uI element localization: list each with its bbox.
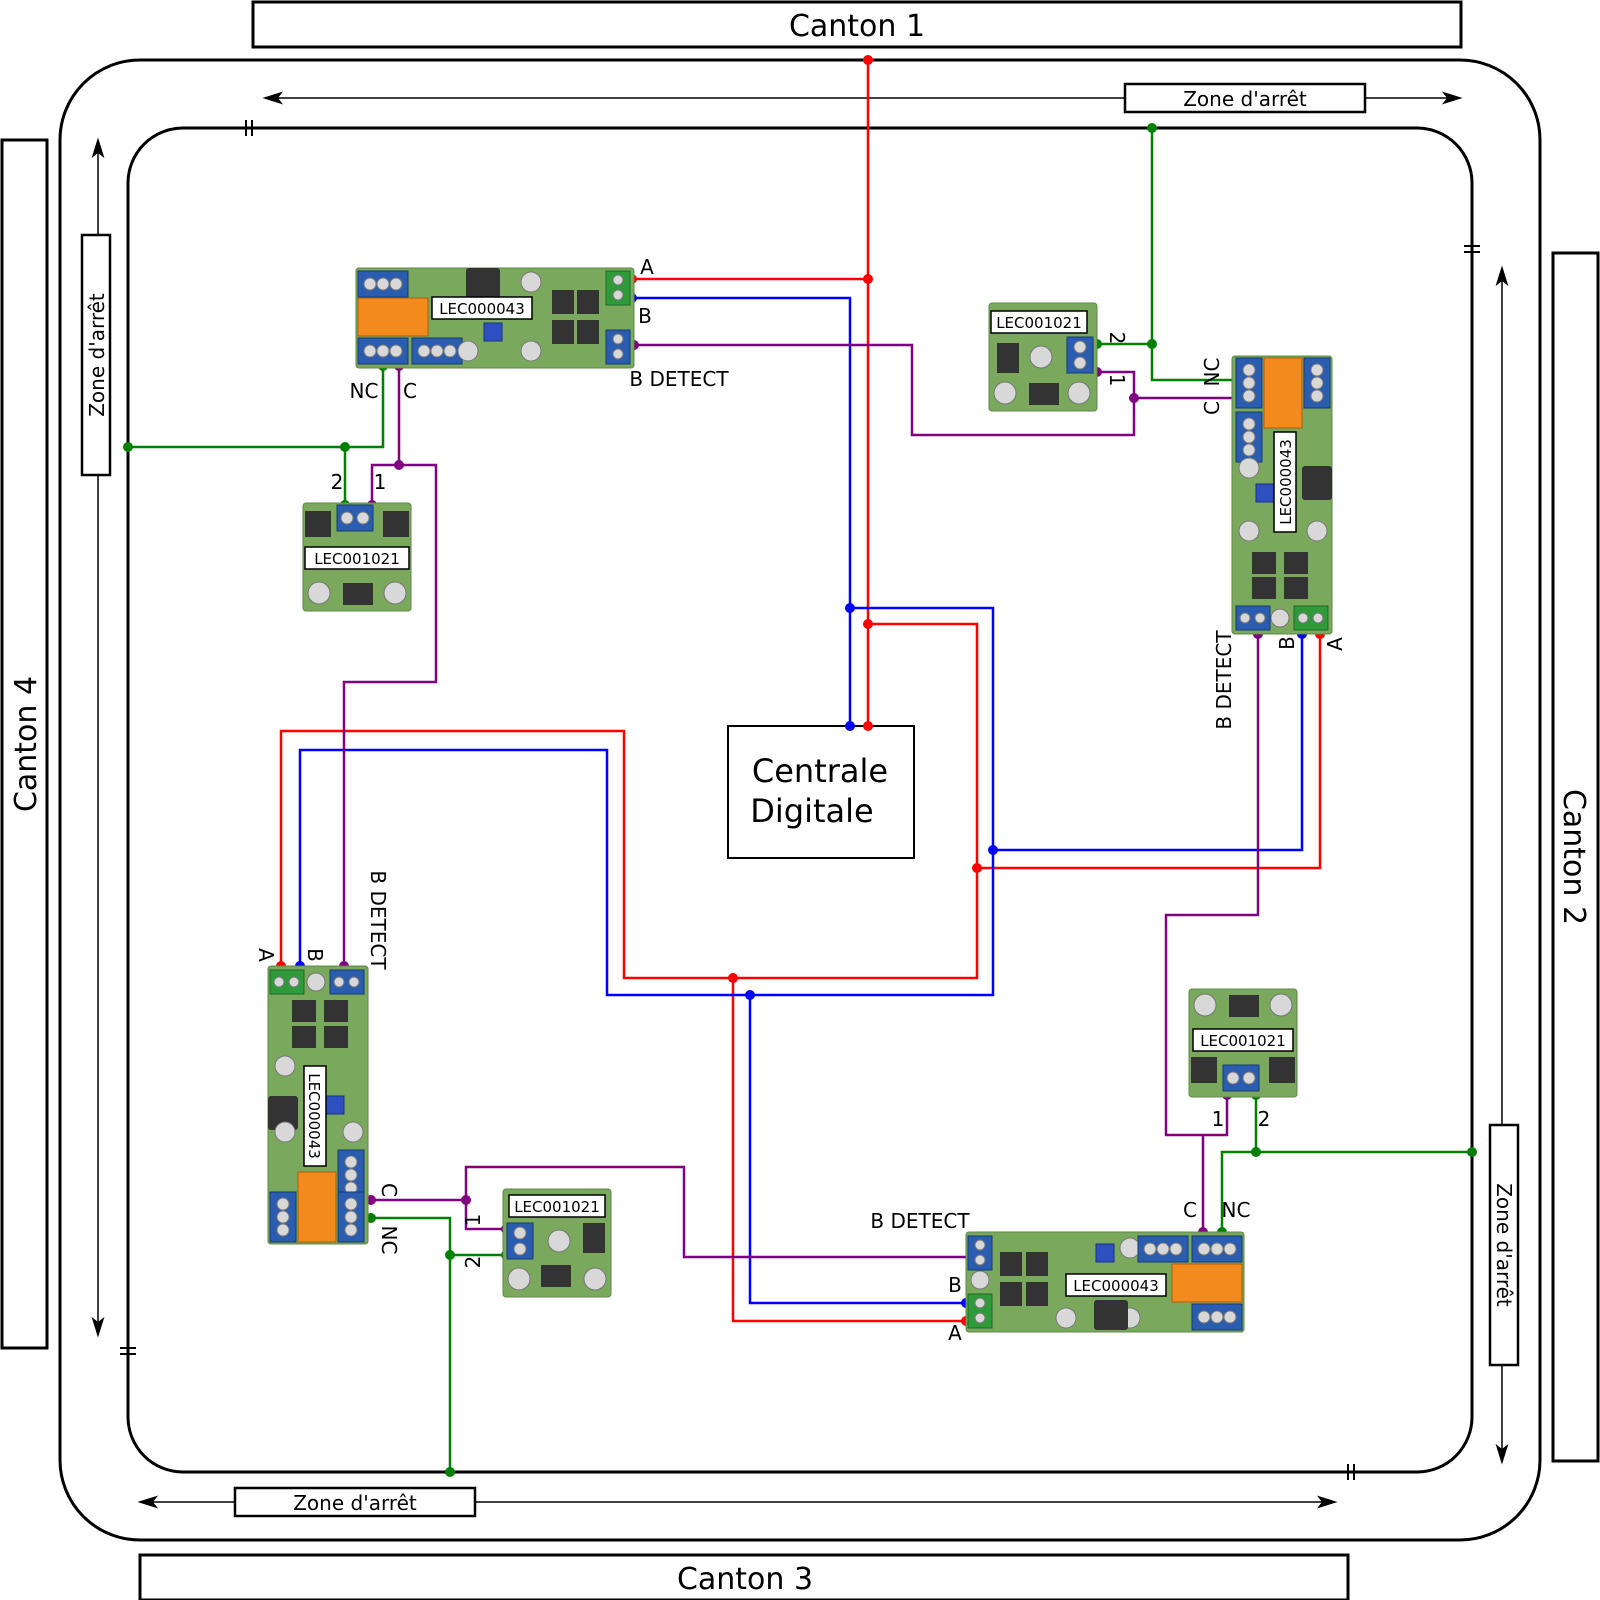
canton-2-label: Canton 2 [1556,789,1591,925]
relay-4-pin-a: A [254,948,278,962]
detect-4-pin-2: 2 [461,1256,485,1269]
detect-module-top-right: LEC001021 [988,302,1098,412]
relay-1-pin-nc: NC [350,379,379,403]
relay-2-pin-a: A [1323,637,1347,651]
detect-module-left: LEC001021 [302,502,412,612]
detect-module-bottom-left: LEC001021 [502,1188,612,1298]
stop-zone-4-label: Zone d'arrêt [85,293,109,417]
relay-4-pin-b-detect: B DETECT [366,870,390,970]
stop-zone-3-label: Zone d'arrêt [293,1491,417,1515]
central-line-1: Centrale [752,752,888,790]
detect-module-bottom-right: LEC001021 [1188,988,1298,1098]
detect-4-model: LEC001021 [514,1198,600,1216]
central-line-2: Digitale [750,792,873,830]
relay-2-pin-b: B [1275,636,1299,650]
relay-1-pin-b-detect: B DETECT [629,367,729,391]
detect-2-model: LEC001021 [996,314,1082,332]
wire-b-blue [298,296,1304,1305]
relay-1-pin-a: A [640,255,654,279]
stop-zone-2: Zone d'arrêt [1488,1123,1520,1367]
relay-2-model: LEC000043 [1277,439,1295,525]
relay-4-pin-c: C [377,1183,401,1197]
relay-1-model: LEC000043 [439,300,525,318]
detect-1-pin-2: 2 [331,470,344,494]
detect-4-pin-1: 1 [461,1214,485,1227]
canton-1-box: Canton 1 [251,0,1463,49]
relay-3-pin-nc: NC [1222,1198,1251,1222]
relay-2-pin-nc: NC [1200,358,1224,387]
relay-module-bottom-left: LEC000043 [267,965,369,1245]
relay-2-pin-c: C [1200,401,1224,415]
detect-3-pin-2: 2 [1258,1107,1271,1131]
wire-detect-purple [342,343,1260,1259]
canton-2-box: Canton 2 [1551,251,1600,1463]
stop-zone-1-label: Zone d'arrêt [1183,87,1307,111]
central-digital-box: Centrale Digitale [727,725,915,859]
relay-3-pin-a: A [948,1321,962,1345]
relay-2-pin-b-detect: B DETECT [1212,630,1236,730]
relay-4-model: LEC000043 [305,1073,323,1159]
wire-a-red [279,60,1322,1323]
canton-4-label: Canton 4 [9,676,44,812]
relay-module-right: LEC000043 [1231,355,1333,635]
stop-zone-2-label: Zone d'arrêt [1492,1183,1516,1307]
track-inner-rail [126,126,1474,1474]
track-outer-rail [58,58,1542,1542]
relay-4-pin-nc: NC [377,1226,401,1255]
relay-module-top-left: LEC000043 [355,267,635,369]
relay-3-model: LEC000043 [1073,1277,1159,1295]
relay-3-pin-b-detect: B DETECT [870,1209,970,1233]
relay-3-pin-c: C [1183,1198,1197,1222]
detect-2-pin-1: 1 [1105,374,1129,387]
stop-zone-1: Zone d'arrêt [1123,82,1367,114]
canton-4-box: Canton 4 [0,138,49,1350]
relay-1-pin-c: C [403,379,417,403]
canton-1-label: Canton 1 [789,9,925,44]
stop-zone-3: Zone d'arrêt [233,1486,477,1518]
relay-1-pin-b: B [638,304,652,328]
stop-zone-4: Zone d'arrêt [80,233,112,477]
relay-3-pin-b: B [948,1273,962,1297]
rail-insulating-joints [120,120,1480,1480]
relay-4-pin-b: B [303,948,327,962]
detect-2-pin-2: 2 [1105,332,1129,345]
detect-3-pin-1: 1 [1212,1107,1225,1131]
relay-module-bottom-right: LEC000043 [965,1231,1245,1333]
detect-1-model: LEC001021 [314,550,400,568]
canton-3-box: Canton 3 [138,1553,1350,1600]
canton-3-label: Canton 3 [677,1562,813,1597]
detect-1-pin-1: 1 [374,470,387,494]
detect-3-model: LEC001021 [1200,1032,1286,1050]
